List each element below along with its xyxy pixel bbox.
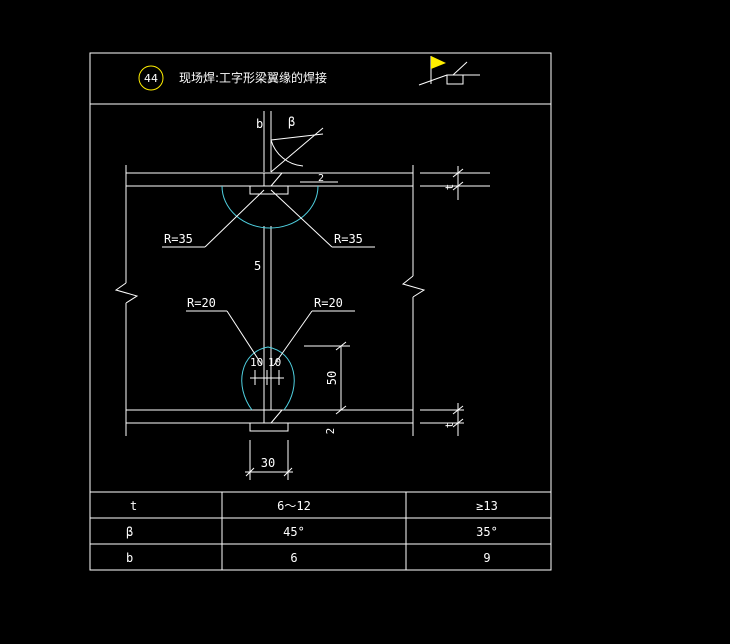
dim-b: b	[256, 117, 263, 131]
title-text: 现场焊:工字形梁翼缘的焊接	[179, 70, 327, 85]
top-groove-dims	[263, 111, 324, 173]
label-30: 30	[261, 456, 275, 470]
label-r20-left: R=20	[187, 296, 216, 310]
leader-r20-left-slope	[226, 310, 263, 366]
top-scallop-arc	[221, 185, 319, 229]
table-row-0-v2: ≥13	[476, 499, 498, 513]
dim-50-lines	[304, 341, 350, 415]
beam-outline	[114, 165, 426, 436]
label-50: 50	[325, 371, 339, 385]
leader-r20-right-slope	[273, 310, 313, 366]
label-10-right: 10	[268, 356, 281, 369]
table-row-2-v1: 6	[290, 551, 297, 565]
label-web-5: 5	[254, 259, 261, 273]
dims-10-10	[250, 370, 284, 385]
table-row-0-label: t	[130, 499, 137, 513]
parameter-table	[90, 491, 551, 570]
label-r35-right: R=35	[334, 232, 363, 246]
label-r35-left: R=35	[164, 232, 193, 246]
dim-30-lines	[245, 440, 293, 480]
svg-text:2: 2	[318, 173, 324, 184]
top-gap-mark: 2	[300, 173, 338, 184]
label-t-bottom: t	[443, 422, 456, 429]
table-row-1-v2: 35°	[476, 525, 498, 539]
leader-r35-right-slope	[270, 189, 333, 248]
leader-r35-left-slope	[204, 189, 265, 248]
title-number: 44	[144, 72, 158, 85]
outer-frame	[89, 52, 552, 571]
table-row-1-label: β	[126, 525, 133, 539]
label-10-left: 10	[250, 356, 263, 369]
dim-t-bottom-lines	[420, 403, 464, 436]
table-row-0-v1: 6～12	[277, 499, 311, 513]
dim-beta: β	[288, 115, 295, 129]
table-row-1-v1: 45°	[283, 525, 305, 539]
site-weld-flag-icon	[418, 56, 480, 86]
bottom-scallop-arc	[241, 346, 295, 411]
table-row-2-v2: 9	[483, 551, 490, 565]
title-number-circle	[138, 65, 164, 91]
label-2: 2	[324, 428, 337, 435]
table-row-2-label: b	[126, 551, 133, 565]
dim-t-top-lines	[420, 166, 490, 200]
label-r20-right: R=20	[314, 296, 343, 310]
label-t-top: t	[443, 184, 456, 191]
